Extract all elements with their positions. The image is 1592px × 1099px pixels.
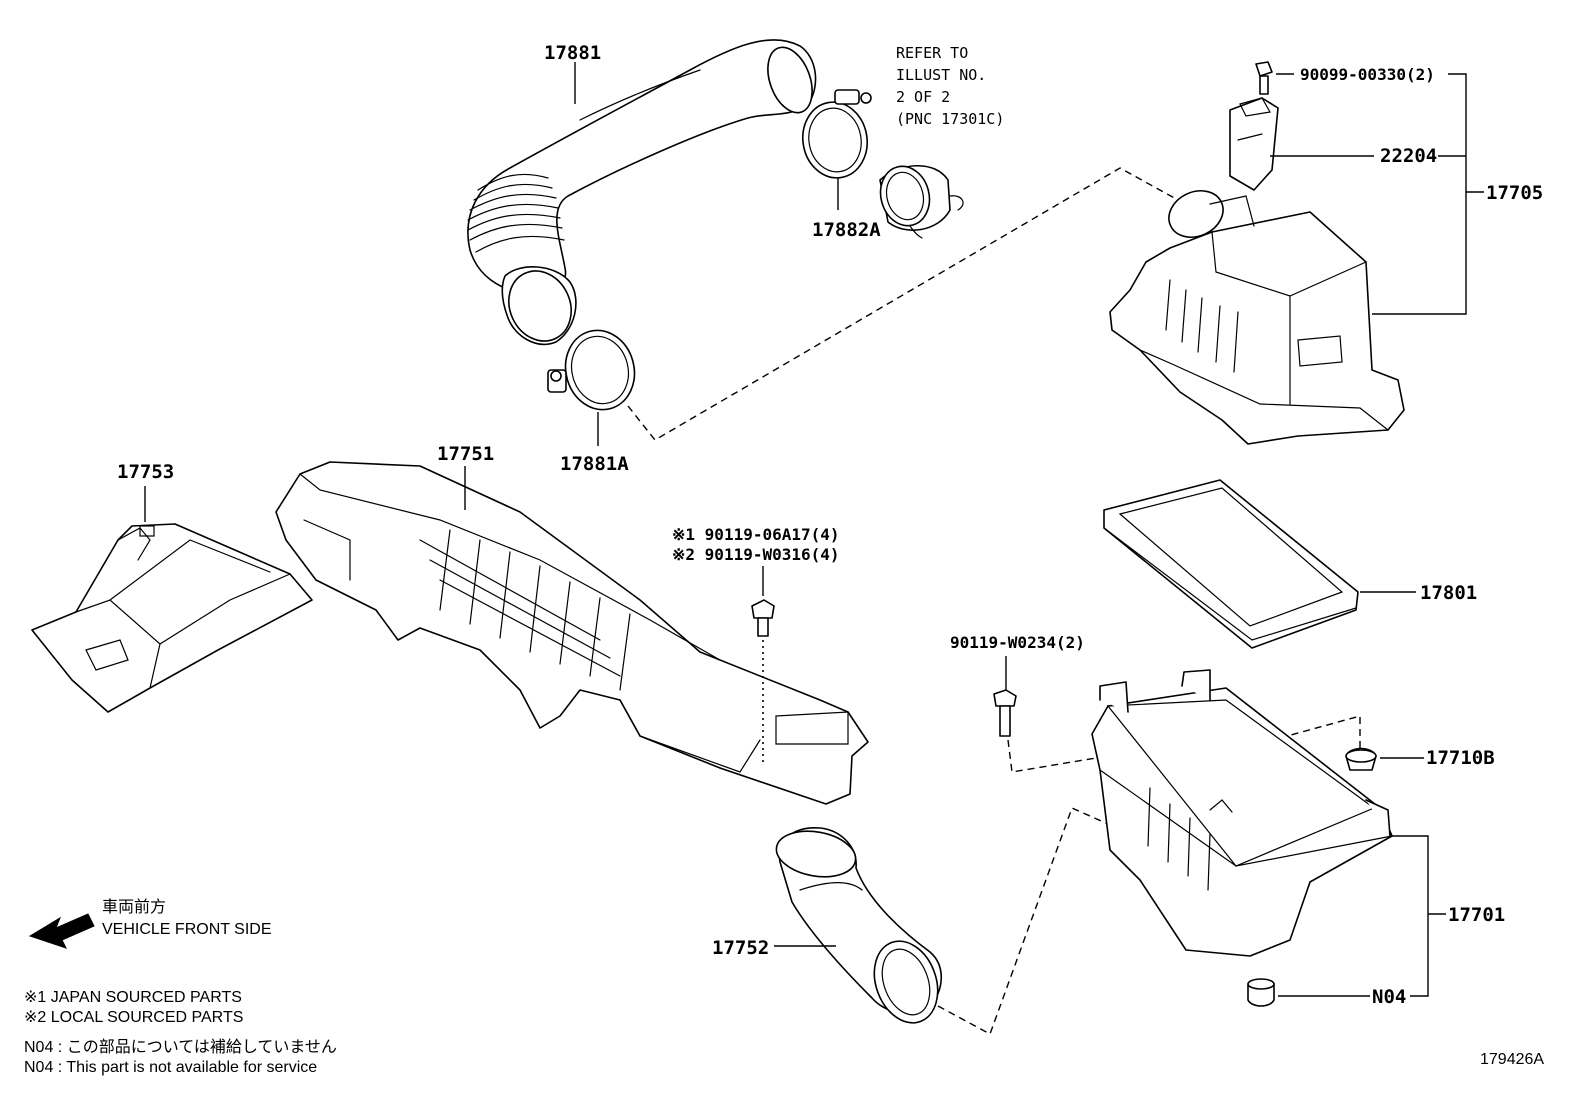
part-17881-hose[interactable]: [467, 39, 820, 351]
callout-90119-w0316: ※2 90119-W0316(4): [672, 545, 840, 564]
bolt-90119-w0234[interactable]: [993, 689, 1017, 737]
legend-n04-en: N04 : This part is not available for ser…: [24, 1059, 317, 1076]
callout-90099-00330: 90099-00330(2): [1300, 65, 1435, 84]
part-17701-cleaner-case[interactable]: [1091, 669, 1393, 957]
callout-17752: 17752: [712, 937, 769, 959]
direction-label-jp: 車両前方: [102, 898, 166, 916]
legend-japan-sourced: ※1 JAPAN SOURCED PARTS: [24, 989, 242, 1006]
part-17751-connector[interactable]: [275, 461, 869, 805]
direction-label-en: VEHICLE FRONT SIDE: [102, 921, 272, 938]
part-17882a-clamp[interactable]: [797, 89, 873, 183]
refer-note-line-4: (PNC 17301C): [896, 110, 1004, 128]
legend-n04-jp: N04 : この部品については補給していません: [24, 1038, 337, 1056]
callout-17881: 17881: [544, 42, 601, 64]
callout-17801: 17801: [1420, 582, 1477, 604]
callout-17881a: 17881A: [560, 453, 629, 475]
refer-note-line-1: REFER TO: [896, 44, 968, 62]
callout-17882a: 17882A: [812, 219, 881, 241]
part-17752-hose[interactable]: [773, 825, 949, 1031]
connection-line-hose-to-case: [937, 807, 1109, 1036]
callout-17751: 17751: [437, 443, 494, 465]
part-17753-inlet[interactable]: [31, 523, 313, 713]
legend-local-sourced: ※2 LOCAL SOURCED PARTS: [24, 1009, 243, 1026]
vehicle-front-arrow-icon: [28, 913, 95, 949]
callout-17753: 17753: [117, 461, 174, 483]
bolt-90119-06a17[interactable]: [751, 599, 775, 637]
callout-90119-06a17: ※1 90119-06A17(4): [672, 525, 840, 544]
refer-note-line-3: 2 OF 2: [896, 88, 950, 106]
part-17705-cleaner-cap[interactable]: [1109, 182, 1405, 445]
callout-17705: 17705: [1486, 182, 1543, 204]
callout-22204: 22204: [1380, 145, 1437, 167]
part-22204-air-flow-meter[interactable]: [1229, 97, 1279, 191]
part-17801-filter[interactable]: [1103, 479, 1359, 649]
screw-90099-00330[interactable]: [1255, 61, 1273, 95]
part-17881a-clamp[interactable]: [547, 323, 643, 418]
illustration-id: 179426A: [1480, 1051, 1544, 1068]
callout-17710b: 17710B: [1426, 747, 1495, 769]
connection-line-hose-to-cleaner: [627, 167, 1179, 441]
refer-note-line-2: ILLUST NO.: [896, 66, 986, 84]
part-n04-stopper[interactable]: [1247, 978, 1275, 1007]
callout-n04: N04: [1372, 986, 1406, 1008]
part-17710b-grommet[interactable]: [1345, 747, 1377, 771]
ref-part-17301c: [879, 164, 964, 239]
callout-17701: 17701: [1448, 904, 1505, 926]
callout-90119-w0234: 90119-W0234(2): [950, 633, 1085, 652]
